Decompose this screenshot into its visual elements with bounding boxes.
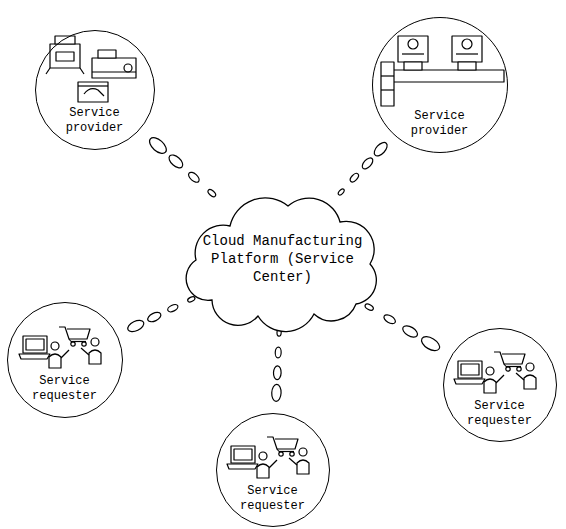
text-group: Service requester bbox=[458, 399, 542, 429]
party-circle: Service requester bbox=[443, 328, 557, 442]
thought-bubble bbox=[167, 153, 185, 171]
role-label: Service requester bbox=[458, 399, 542, 429]
thought-bubble bbox=[187, 170, 201, 184]
text-group: Cloud Manufacturing Platform (Service Ce… bbox=[200, 232, 365, 286]
machine-icons bbox=[46, 36, 136, 102]
thought-bubble bbox=[382, 313, 396, 325]
party-circle: Service requester bbox=[7, 302, 123, 418]
platform-cloud: Cloud Manufacturing Platform (Service Ce… bbox=[180, 188, 385, 323]
role-label: Service provider bbox=[398, 109, 482, 139]
connector-path bbox=[328, 135, 394, 206]
thought-bubble bbox=[360, 156, 374, 171]
thought-bubble bbox=[275, 347, 281, 358]
role-label: Service requester bbox=[231, 484, 315, 514]
text-group: Service provider bbox=[398, 109, 482, 139]
thought-bubble bbox=[349, 172, 360, 183]
party-circle: Service provider bbox=[372, 17, 508, 153]
bubble-chain bbox=[140, 130, 230, 209]
bubble-chain bbox=[349, 295, 451, 356]
thought-bubble bbox=[271, 384, 281, 401]
machine-icons bbox=[381, 36, 504, 106]
text-group: Service requester bbox=[231, 484, 315, 514]
thought-bubble bbox=[187, 296, 196, 303]
thought-bubble bbox=[419, 334, 442, 354]
party-circle: Service provider bbox=[35, 30, 155, 150]
thought-bubble bbox=[337, 188, 345, 196]
thought-bubble bbox=[146, 311, 162, 324]
party-circle: Service requester bbox=[216, 413, 330, 527]
text-group: Service requester bbox=[23, 374, 107, 404]
text-group: Service provider bbox=[53, 106, 137, 136]
thought-bubble bbox=[364, 303, 374, 312]
connector-path bbox=[140, 130, 230, 209]
thought-bubble bbox=[167, 303, 179, 313]
user-icons bbox=[227, 437, 309, 478]
thought-bubble bbox=[207, 188, 217, 198]
thought-bubble bbox=[273, 366, 281, 380]
user-icons bbox=[19, 327, 101, 368]
platform-label: Cloud Manufacturing Platform (Service Ce… bbox=[200, 232, 365, 286]
connector-path bbox=[349, 295, 451, 356]
role-label: Service requester bbox=[23, 374, 107, 404]
thought-bubble bbox=[372, 140, 390, 158]
thought-bubble bbox=[147, 135, 169, 157]
role-label: Service provider bbox=[53, 106, 137, 136]
thought-bubble bbox=[401, 323, 420, 339]
user-icons bbox=[454, 352, 536, 393]
bubble-chain bbox=[328, 135, 394, 206]
thought-bubble bbox=[126, 318, 146, 334]
